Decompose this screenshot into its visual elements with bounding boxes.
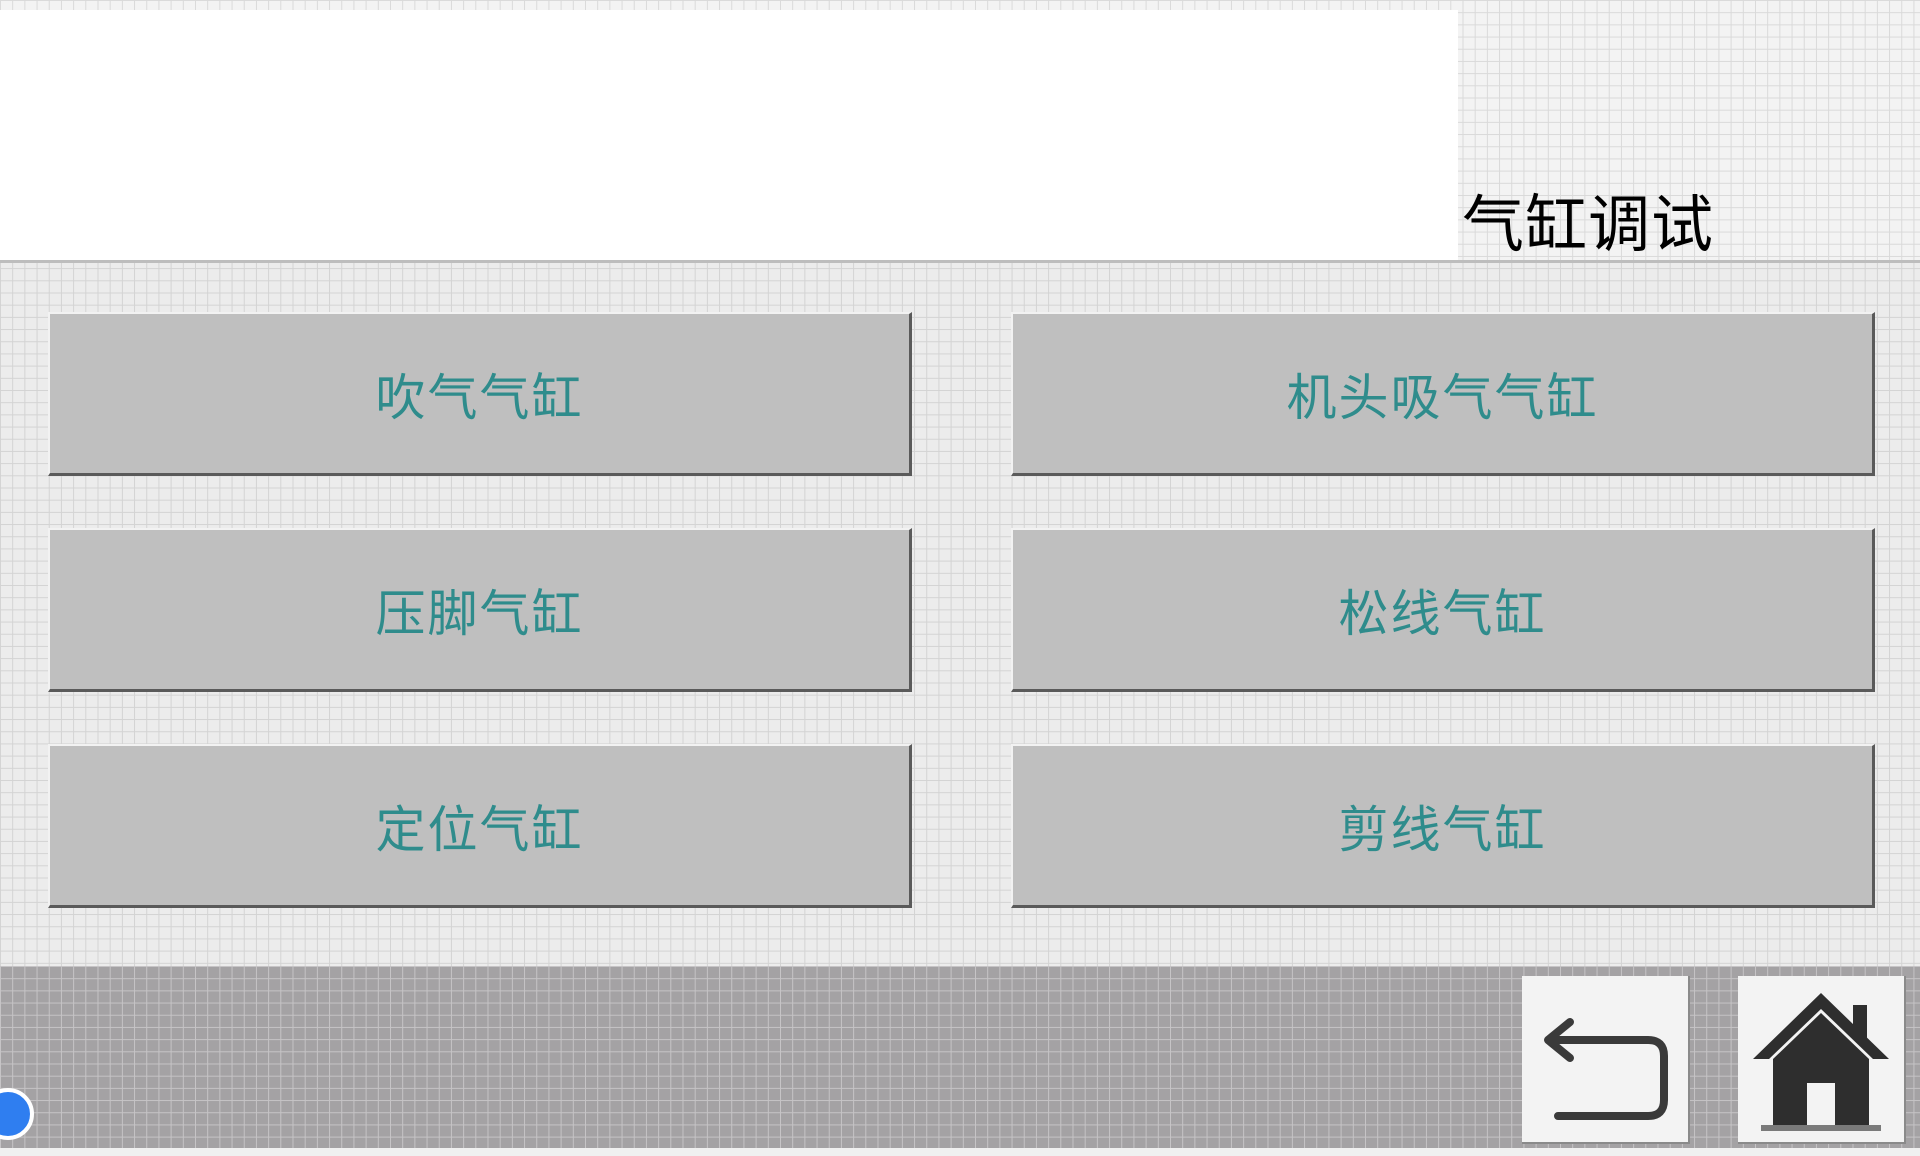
back-button[interactable]	[1522, 976, 1690, 1144]
header-blank-panel	[0, 10, 1458, 262]
home-icon	[1753, 993, 1889, 1131]
presser-foot-cylinder-button[interactable]: 压脚气缸	[48, 528, 912, 692]
blow-cylinder-button[interactable]: 吹气气缸	[48, 312, 912, 476]
footer-bar	[0, 966, 1920, 1156]
thread-release-cylinder-button[interactable]: 松线气缸	[1011, 528, 1875, 692]
presser-foot-cylinder-label: 压脚气缸	[375, 584, 584, 643]
head-suction-cylinder-button[interactable]: 机头吸气气缸	[1011, 312, 1875, 476]
positioning-cylinder-label: 定位气缸	[375, 800, 584, 859]
thread-trim-cylinder-label: 剪线气缸	[1338, 800, 1547, 859]
thread-trim-cylinder-button[interactable]: 剪线气缸	[1011, 744, 1875, 908]
thread-release-cylinder-label: 松线气缸	[1338, 584, 1547, 643]
positioning-cylinder-button[interactable]: 定位气缸	[48, 744, 912, 908]
page-title: 气缸调试	[1462, 188, 1715, 261]
back-arrow-icon	[1544, 1018, 1668, 1120]
head-suction-cylinder-label: 机头吸气气缸	[1286, 368, 1599, 427]
blow-cylinder-label: 吹气气缸	[375, 368, 584, 427]
header-bar: 气缸调试	[0, 0, 1920, 263]
home-button[interactable]	[1738, 976, 1906, 1144]
header-divider	[0, 260, 1920, 263]
footer-bottom-line	[0, 1148, 1920, 1156]
